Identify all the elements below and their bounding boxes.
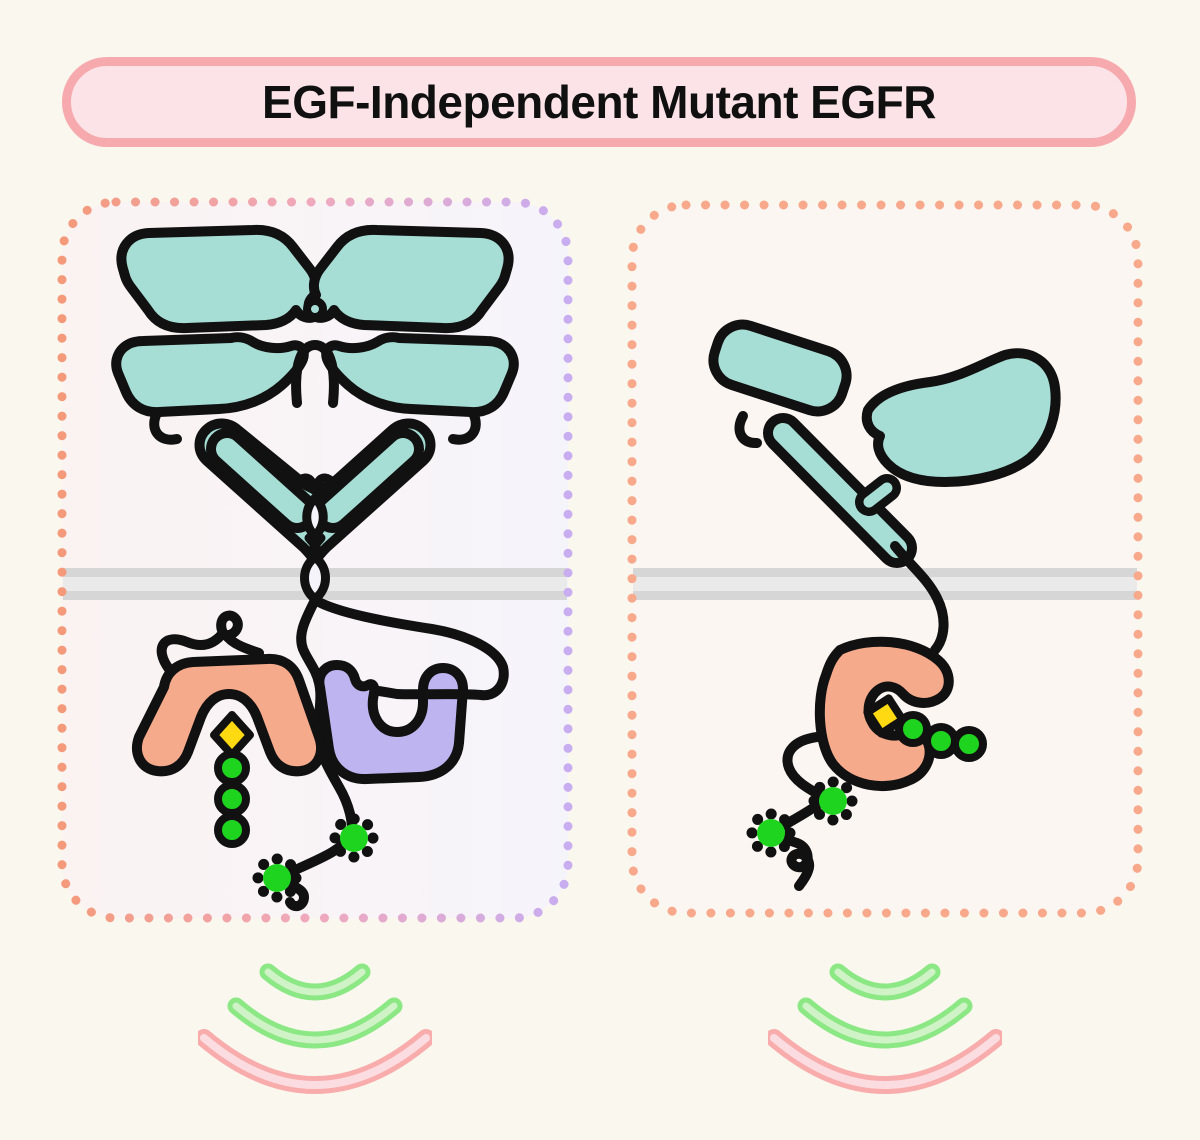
title-banner: EGF-Independent Mutant EGFR: [62, 57, 1136, 147]
panel-dotted-border: [627, 200, 1143, 918]
c-terminal-tail-mid: [274, 595, 357, 912]
phospho-site-icon: [252, 853, 302, 903]
panel-egfr-mutant-monomer: [627, 200, 1143, 918]
panel-egfr-mutant-dimer: [57, 197, 573, 923]
page-title: EGF-Independent Mutant EGFR: [262, 76, 936, 128]
transmembrane-crossing-loop: [300, 552, 330, 604]
transmembrane-tail: [890, 541, 949, 655]
n-lobe-squiggle: [156, 610, 264, 674]
signal-waves-icon: [768, 963, 1002, 1094]
c-terminal-tail-loop-right: [310, 595, 509, 701]
phospho-site-icon: [329, 813, 379, 863]
atp-diamond-icon: [863, 694, 907, 738]
plasma-membrane: [633, 568, 1137, 600]
extracellular-lobe-bent: [861, 348, 1061, 487]
linker-loop: [734, 411, 762, 448]
phospho-site-icon: [746, 808, 796, 858]
arm-junction-wave: [290, 473, 340, 492]
signal-waves-icon: [198, 963, 432, 1094]
extracellular-lobe-tilted: [708, 319, 852, 417]
stalk-bump: [863, 482, 893, 508]
panel-dotted-border: [57, 197, 573, 923]
kinase-domain-activator: [132, 653, 326, 777]
phosphate-chain: [214, 750, 250, 848]
dimer-contact-knob: [303, 297, 327, 321]
kinase-domain-active: [814, 636, 954, 791]
receptor-stalk: [773, 423, 907, 558]
stalk-crossing-lens: [302, 493, 328, 541]
phosphate-chain: [895, 711, 987, 762]
dimer-gap-dome: [291, 340, 339, 408]
phospho-site-icon: [808, 776, 858, 826]
